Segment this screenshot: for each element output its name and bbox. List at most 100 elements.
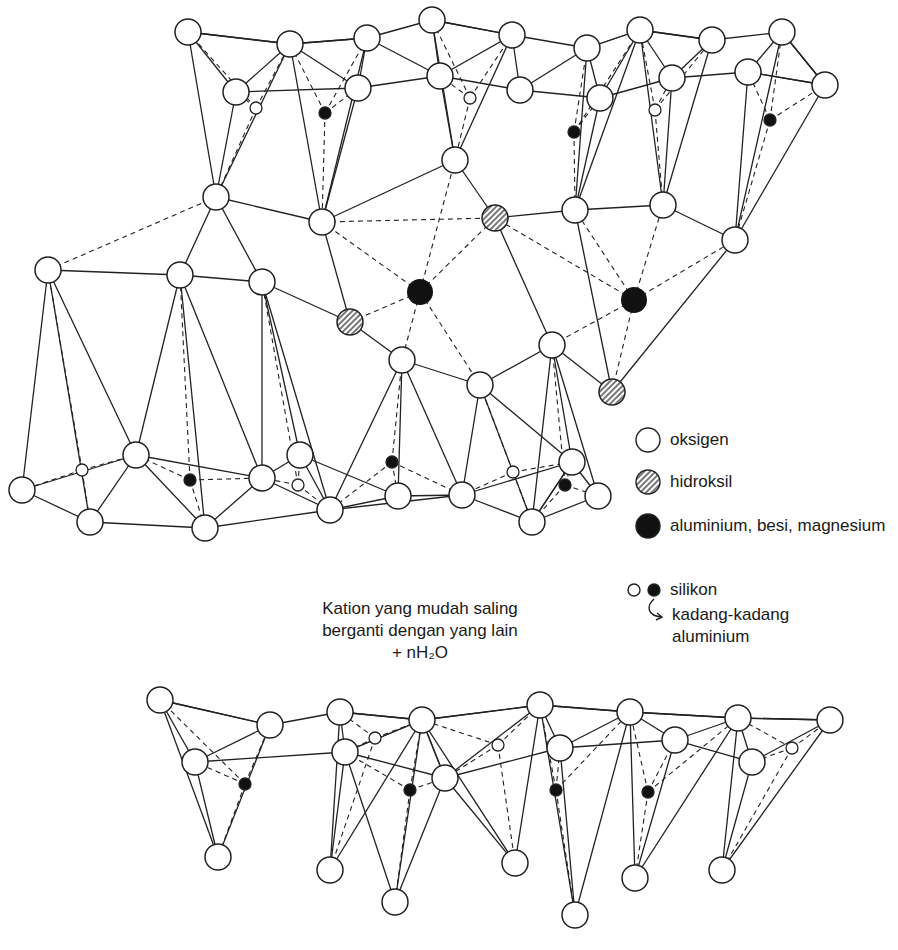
oxygen-atom: [332, 739, 358, 765]
bond-line: [445, 705, 540, 778]
bond-line: [188, 32, 290, 44]
bond-line: [188, 32, 290, 44]
hydroxyl-atom: [599, 379, 625, 405]
silicon-atom: [76, 464, 88, 476]
oxygen-atom: [650, 192, 676, 218]
oxygen-atom: [519, 509, 545, 535]
dashed-bond: [395, 790, 410, 902]
dashed-bond: [655, 110, 663, 205]
silicon-atom: [369, 732, 381, 744]
silicon-atom: [319, 107, 331, 119]
bond-line: [261, 282, 262, 478]
bond-line: [738, 718, 830, 720]
bond-line: [218, 725, 270, 857]
bond-line: [322, 222, 350, 322]
bond-line: [612, 240, 735, 392]
silicon-atom: [492, 739, 504, 751]
bond-line: [640, 30, 663, 205]
octahedral-cation: [407, 279, 433, 305]
oxygen-atom: [167, 262, 193, 288]
bond-line: [22, 455, 136, 490]
bond-line: [188, 32, 216, 197]
bond-line: [722, 718, 738, 870]
silicon-atom: [464, 92, 476, 104]
oxygen-atom: [317, 497, 343, 523]
bond-line: [738, 718, 830, 720]
dashed-bond: [330, 738, 375, 870]
oxygen-atom: [389, 347, 415, 373]
bond-line: [480, 385, 572, 462]
bond-line: [552, 345, 572, 462]
oxygen-atom: [345, 75, 371, 101]
silicon-atom: [568, 126, 580, 138]
bond-line: [422, 705, 540, 720]
bond-line: [722, 762, 752, 870]
bond-line: [160, 700, 270, 725]
bond-line: [735, 32, 782, 240]
oxygen-atom: [574, 35, 600, 61]
oxygen-atom: [627, 17, 653, 43]
oxygen-atom: [722, 227, 748, 253]
bond-line: [216, 197, 262, 282]
oxygen-atom: [449, 482, 475, 508]
silicon-atom: [550, 784, 562, 796]
bond-line: [635, 740, 675, 878]
octahedral-cation: [621, 287, 647, 313]
dashed-bond: [498, 745, 515, 863]
oxygen-atom: [709, 857, 735, 883]
oxygen-atom: [739, 749, 765, 775]
bond-line: [262, 282, 300, 455]
oxygen-atom: [409, 707, 435, 733]
oxygen-atom: [622, 865, 648, 891]
dashed-bond: [556, 790, 575, 915]
bond-line: [160, 700, 270, 725]
bond-line: [402, 360, 462, 495]
oxygen-atom: [192, 515, 218, 541]
oxygen-atom: [77, 509, 103, 535]
caption-note: Kation yang mudah saling berganti dengan…: [320, 598, 520, 664]
bond-line: [330, 752, 345, 870]
dashed-bond: [216, 108, 256, 197]
bond-line: [22, 270, 48, 490]
dashed-bond: [495, 218, 634, 300]
dashed-bond: [322, 218, 495, 222]
bond-line: [630, 712, 635, 878]
bond-line: [462, 385, 480, 495]
oxygen-atom: [527, 692, 553, 718]
oxygen-atom: [559, 449, 585, 475]
legend-pointer: [649, 599, 662, 620]
bond-line: [345, 752, 395, 902]
bond-line: [630, 712, 738, 718]
silicon-atom: [786, 742, 798, 754]
oxygen-atom: [499, 22, 525, 48]
bond-line: [560, 748, 575, 915]
oxygen-atom: [249, 269, 275, 295]
bond-line: [330, 720, 422, 870]
bond-line: [216, 44, 290, 197]
dashed-bond: [612, 300, 634, 392]
oxygen-atom: [659, 65, 685, 91]
oxygen-atom: [587, 85, 613, 111]
dashed-bond: [420, 218, 495, 292]
bond-line: [48, 270, 90, 522]
atoms: [9, 7, 843, 928]
oxygen-atom: [467, 372, 493, 398]
legend-symbol: [636, 470, 660, 494]
bond-line: [540, 705, 575, 915]
oxygen-atom: [327, 699, 353, 725]
silicon-atom: [649, 104, 661, 116]
bond-line: [262, 282, 350, 322]
dashed-bond: [48, 270, 82, 470]
silicon-atom: [184, 474, 196, 486]
oxygen-atom: [442, 147, 468, 173]
bond-line: [136, 275, 180, 455]
bond-line: [635, 718, 738, 878]
oxygen-atom: [9, 477, 35, 503]
oxygen-atom: [382, 889, 408, 915]
oxygen-atom: [203, 184, 229, 210]
oxygen-atom: [562, 197, 588, 223]
dashed-bond: [574, 30, 640, 132]
oxygen-atom: [432, 765, 458, 791]
